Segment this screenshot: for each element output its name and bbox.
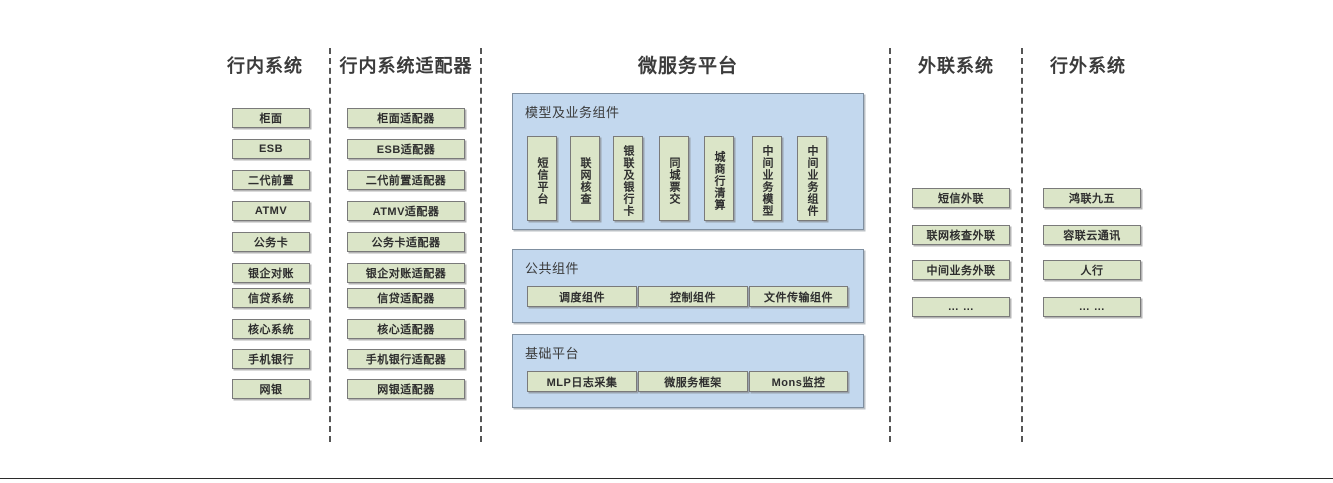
node-offbank-system[interactable]: 人行 — [1043, 260, 1141, 280]
node-external-link-system[interactable]: 中间业务外联 — [912, 260, 1010, 280]
node-internal-adapter[interactable]: 柜面适配器 — [347, 108, 465, 128]
node-offbank-system[interactable]: 容联云通讯 — [1043, 225, 1141, 245]
node-external-link-system[interactable]: … … — [912, 297, 1010, 317]
node-model-component[interactable]: 城商行清算 — [704, 136, 734, 221]
column-title-offbank-systems: 行外系统 — [1050, 56, 1126, 76]
node-offbank-system[interactable]: … … — [1043, 297, 1141, 317]
node-model-component[interactable]: 同城票交 — [659, 136, 689, 221]
node-internal-adapter[interactable]: ATMV适配器 — [347, 201, 465, 221]
column-separator-1 — [329, 48, 331, 442]
panel-label-model-and-business-components: 模型及业务组件 — [525, 105, 620, 120]
node-internal-system[interactable]: 核心系统 — [232, 319, 310, 339]
node-internal-adapter[interactable]: 二代前置适配器 — [347, 170, 465, 190]
node-public-component[interactable]: 文件传输组件 — [749, 286, 848, 307]
node-model-component[interactable]: 短信平台 — [527, 136, 557, 221]
node-internal-adapter[interactable]: 手机银行适配器 — [347, 349, 465, 369]
node-external-link-system[interactable]: 联网核查外联 — [912, 225, 1010, 245]
node-internal-system[interactable]: 公务卡 — [232, 232, 310, 252]
bottom-divider — [0, 478, 1333, 479]
node-public-component[interactable]: 调度组件 — [527, 286, 637, 307]
column-title-microservice-platform: 微服务平台 — [637, 56, 738, 77]
column-separator-3 — [889, 48, 891, 442]
node-internal-adapter[interactable]: ESB适配器 — [347, 139, 465, 159]
column-separator-4 — [1021, 48, 1023, 442]
panel-label-base-platform: 基础平台 — [525, 346, 580, 361]
node-external-link-system[interactable]: 短信外联 — [912, 188, 1010, 208]
node-internal-system[interactable]: ATMV — [232, 201, 310, 221]
node-internal-adapter[interactable]: 银企对账适配器 — [347, 263, 465, 283]
node-offbank-system[interactable]: 鸿联九五 — [1043, 188, 1141, 208]
node-internal-adapter[interactable]: 公务卡适配器 — [347, 232, 465, 252]
node-internal-system[interactable]: 银企对账 — [232, 263, 310, 283]
node-internal-system[interactable]: 手机银行 — [232, 349, 310, 369]
node-model-component[interactable]: 银联及银行卡 — [613, 136, 643, 221]
node-model-component[interactable]: 中间业务组件 — [797, 136, 827, 221]
node-internal-adapter[interactable]: 核心适配器 — [347, 319, 465, 339]
column-title-internal-adapters: 行内系统适配器 — [339, 56, 473, 76]
panel-label-public-components: 公共组件 — [525, 261, 580, 276]
column-title-external-link-systems: 外联系统 — [918, 56, 994, 76]
column-title-internal-systems: 行内系统 — [227, 56, 303, 76]
node-public-component[interactable]: 控制组件 — [638, 286, 748, 307]
node-internal-system[interactable]: 柜面 — [232, 108, 310, 128]
node-internal-system[interactable]: 网银 — [232, 379, 310, 399]
node-model-component[interactable]: 联网核查 — [570, 136, 600, 221]
node-base-platform-component[interactable]: Mons监控 — [749, 371, 848, 392]
node-base-platform-component[interactable]: 微服务框架 — [638, 371, 748, 392]
node-internal-system[interactable]: 信贷系统 — [232, 288, 310, 308]
node-base-platform-component[interactable]: MLP日志采集 — [527, 371, 637, 392]
column-separator-2 — [480, 48, 482, 442]
node-internal-adapter[interactable]: 信贷适配器 — [347, 288, 465, 308]
node-internal-system[interactable]: ESB — [232, 139, 310, 159]
node-model-component[interactable]: 中间业务模型 — [752, 136, 782, 221]
node-internal-adapter[interactable]: 网银适配器 — [347, 379, 465, 399]
node-internal-system[interactable]: 二代前置 — [232, 170, 310, 190]
